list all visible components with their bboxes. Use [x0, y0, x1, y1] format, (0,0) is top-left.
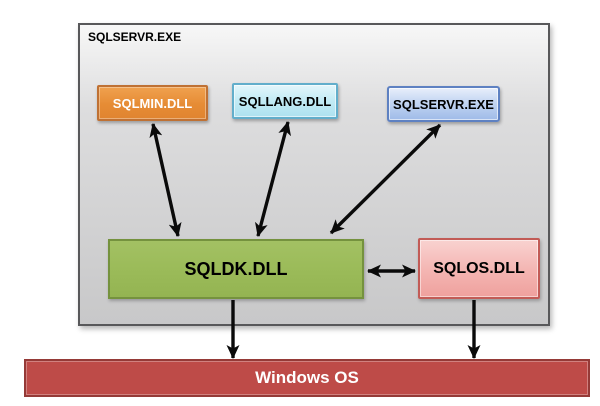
node-label: Windows OS [255, 368, 359, 387]
node-label: SQLSERVR.EXE [393, 96, 494, 112]
node-sqlservr-exe: SQLSERVR.EXE [387, 86, 500, 122]
node-label: SQLLANG.DLL [238, 93, 332, 109]
node-sqllang-dll: SQLLANG.DLL [232, 83, 338, 119]
node-sqlos-dll: SQLOS.DLL [418, 238, 540, 299]
node-sqlmin-dll: SQLMIN.DLL [97, 85, 208, 121]
node-sqldk-dll: SQLDK.DLL [108, 239, 364, 299]
node-label: SQLMIN.DLL [112, 95, 193, 111]
node-label: SQLOS.DLL [433, 259, 525, 277]
node-label: SQLDK.DLL [184, 258, 288, 279]
container-label: SQLSERVR.EXE [88, 30, 182, 44]
node-windows-os: Windows OS [24, 359, 590, 397]
